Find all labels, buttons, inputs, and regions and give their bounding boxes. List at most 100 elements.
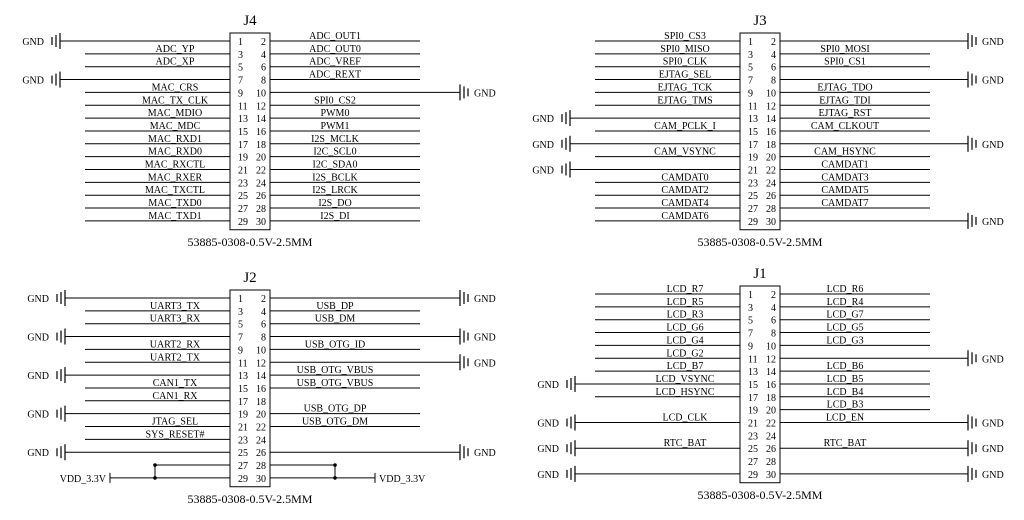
pin-number: 1 xyxy=(238,294,243,305)
pin-label: MAC_RXD0 xyxy=(148,147,202,158)
pin-label: MAC_TXD1 xyxy=(148,211,201,222)
pin-number: 8 xyxy=(771,329,776,340)
pin-number: 29 xyxy=(238,217,248,228)
pin-number: 11 xyxy=(748,101,758,112)
gnd-label: GND xyxy=(474,88,496,99)
pin-number: 23 xyxy=(238,435,248,446)
pin-number: 21 xyxy=(238,166,248,177)
pin-number: 30 xyxy=(256,474,266,485)
pin-number: 3 xyxy=(238,50,243,61)
pin-label: SPI0_CS1 xyxy=(824,57,866,68)
pin-number: 21 xyxy=(748,166,758,177)
pin-number: 11 xyxy=(238,358,248,369)
part-number: 53885-0308-0.5V-2.5MM xyxy=(188,235,313,249)
pin-number: 24 xyxy=(256,435,266,446)
pin-number: 26 xyxy=(766,444,776,455)
pin-label: LCD_R6 xyxy=(827,284,864,295)
pin-label: MAC_TXD0 xyxy=(148,198,201,209)
ground-symbol: GND xyxy=(537,440,576,457)
part-number: 53885-0308-0.5V-2.5MM xyxy=(698,235,823,249)
pin-number: 20 xyxy=(766,406,776,417)
pin-number: 29 xyxy=(748,470,758,481)
pin-number: 29 xyxy=(748,217,758,228)
pin-number: 11 xyxy=(238,101,248,112)
pin-label: MAC_TX_CLK xyxy=(142,95,209,106)
pin-number: 3 xyxy=(748,303,753,314)
pin-number: 10 xyxy=(256,88,266,99)
pin-label: CAMDAT7 xyxy=(821,198,868,209)
pin-label: EJTAG_SEL xyxy=(659,70,712,81)
connector-body xyxy=(229,32,271,231)
pin-label: LCD_B3 xyxy=(827,400,864,411)
pin-number: 29 xyxy=(238,474,248,485)
pin-number: 12 xyxy=(766,101,776,112)
pin-label: LCD_R4 xyxy=(827,297,864,308)
pin-number: 24 xyxy=(766,431,776,442)
ground-symbol: GND xyxy=(459,354,496,371)
pin-label: USB_OTG_VBUS xyxy=(297,378,374,389)
pin-label: LCD_G5 xyxy=(826,323,863,334)
pin-number: 22 xyxy=(766,166,776,177)
ground-symbol: GND xyxy=(22,71,61,88)
pin-number: 15 xyxy=(238,384,248,395)
pin-label: MAC_RXD1 xyxy=(148,134,202,145)
ground-symbol: GND xyxy=(27,290,66,306)
pin-number: 7 xyxy=(748,76,753,87)
pin-number: 26 xyxy=(256,448,266,459)
pin-number: 24 xyxy=(766,178,776,189)
gnd-label: GND xyxy=(474,294,496,305)
pin-number: 9 xyxy=(238,88,243,99)
pin-number: 23 xyxy=(238,178,248,189)
pin-number: 2 xyxy=(261,37,266,48)
pin-number: 10 xyxy=(766,341,776,352)
pin-number: 3 xyxy=(748,50,753,61)
pin-label: EJTAG_TCK xyxy=(658,82,714,93)
pin-number: 13 xyxy=(238,114,248,125)
junction-dot xyxy=(333,476,337,480)
ground-symbol: GND xyxy=(27,367,66,384)
connector-title: J1 xyxy=(753,266,766,282)
pin-label: I2S_BCLK xyxy=(312,172,358,183)
gnd-label: GND xyxy=(474,358,496,369)
pin-label: ADC_XP xyxy=(156,57,195,68)
pin-number: 2 xyxy=(771,37,776,48)
ground-symbol: GND xyxy=(459,444,496,461)
pin-label: CAM_HSYNC xyxy=(814,147,876,158)
pin-label: ADC_OUT1 xyxy=(309,31,361,42)
pin-number: 6 xyxy=(261,320,266,331)
pin-label: SYS_RESET# xyxy=(146,429,205,440)
pin-number: 19 xyxy=(238,410,248,421)
gnd-label: GND xyxy=(27,410,49,421)
pin-label: UART2_RX xyxy=(150,339,201,350)
pin-number: 27 xyxy=(238,461,248,472)
pin-number: 9 xyxy=(748,341,753,352)
pin-number: 13 xyxy=(748,114,758,125)
pin-label: MAC_TXCTL xyxy=(145,185,205,196)
gnd-label: GND xyxy=(27,333,49,344)
pin-label: UART3_RX xyxy=(150,314,201,325)
pin-label: CAN1_RX xyxy=(152,391,198,402)
pin-label: LCD_R7 xyxy=(667,284,704,295)
ground-symbol: GND xyxy=(532,161,571,178)
gnd-label: GND xyxy=(532,140,554,151)
pin-number: 25 xyxy=(748,191,758,202)
pin-label: I2S_DI xyxy=(320,211,349,222)
pin-number: 16 xyxy=(766,380,776,391)
pin-number: 6 xyxy=(261,63,266,74)
pin-number: 16 xyxy=(256,127,266,138)
pin-number: 13 xyxy=(238,371,248,382)
pin-number: 4 xyxy=(261,307,266,318)
pin-label: I2C_SDA0 xyxy=(312,160,357,171)
pin-label: CAMDAT1 xyxy=(821,160,868,171)
pin-label: USB_OTG_VBUS xyxy=(297,365,374,376)
pin-number: 7 xyxy=(238,333,243,344)
pin-number: 15 xyxy=(748,127,758,138)
pin-label: CAMDAT0 xyxy=(661,172,708,183)
pin-number: 30 xyxy=(766,217,776,228)
pin-number: 5 xyxy=(238,320,243,331)
gnd-label: GND xyxy=(532,166,554,177)
pin-number: 18 xyxy=(256,140,266,151)
pin-number: 2 xyxy=(261,294,266,305)
pin-label: I2S_DO xyxy=(318,198,351,209)
pin-number: 20 xyxy=(256,153,266,164)
